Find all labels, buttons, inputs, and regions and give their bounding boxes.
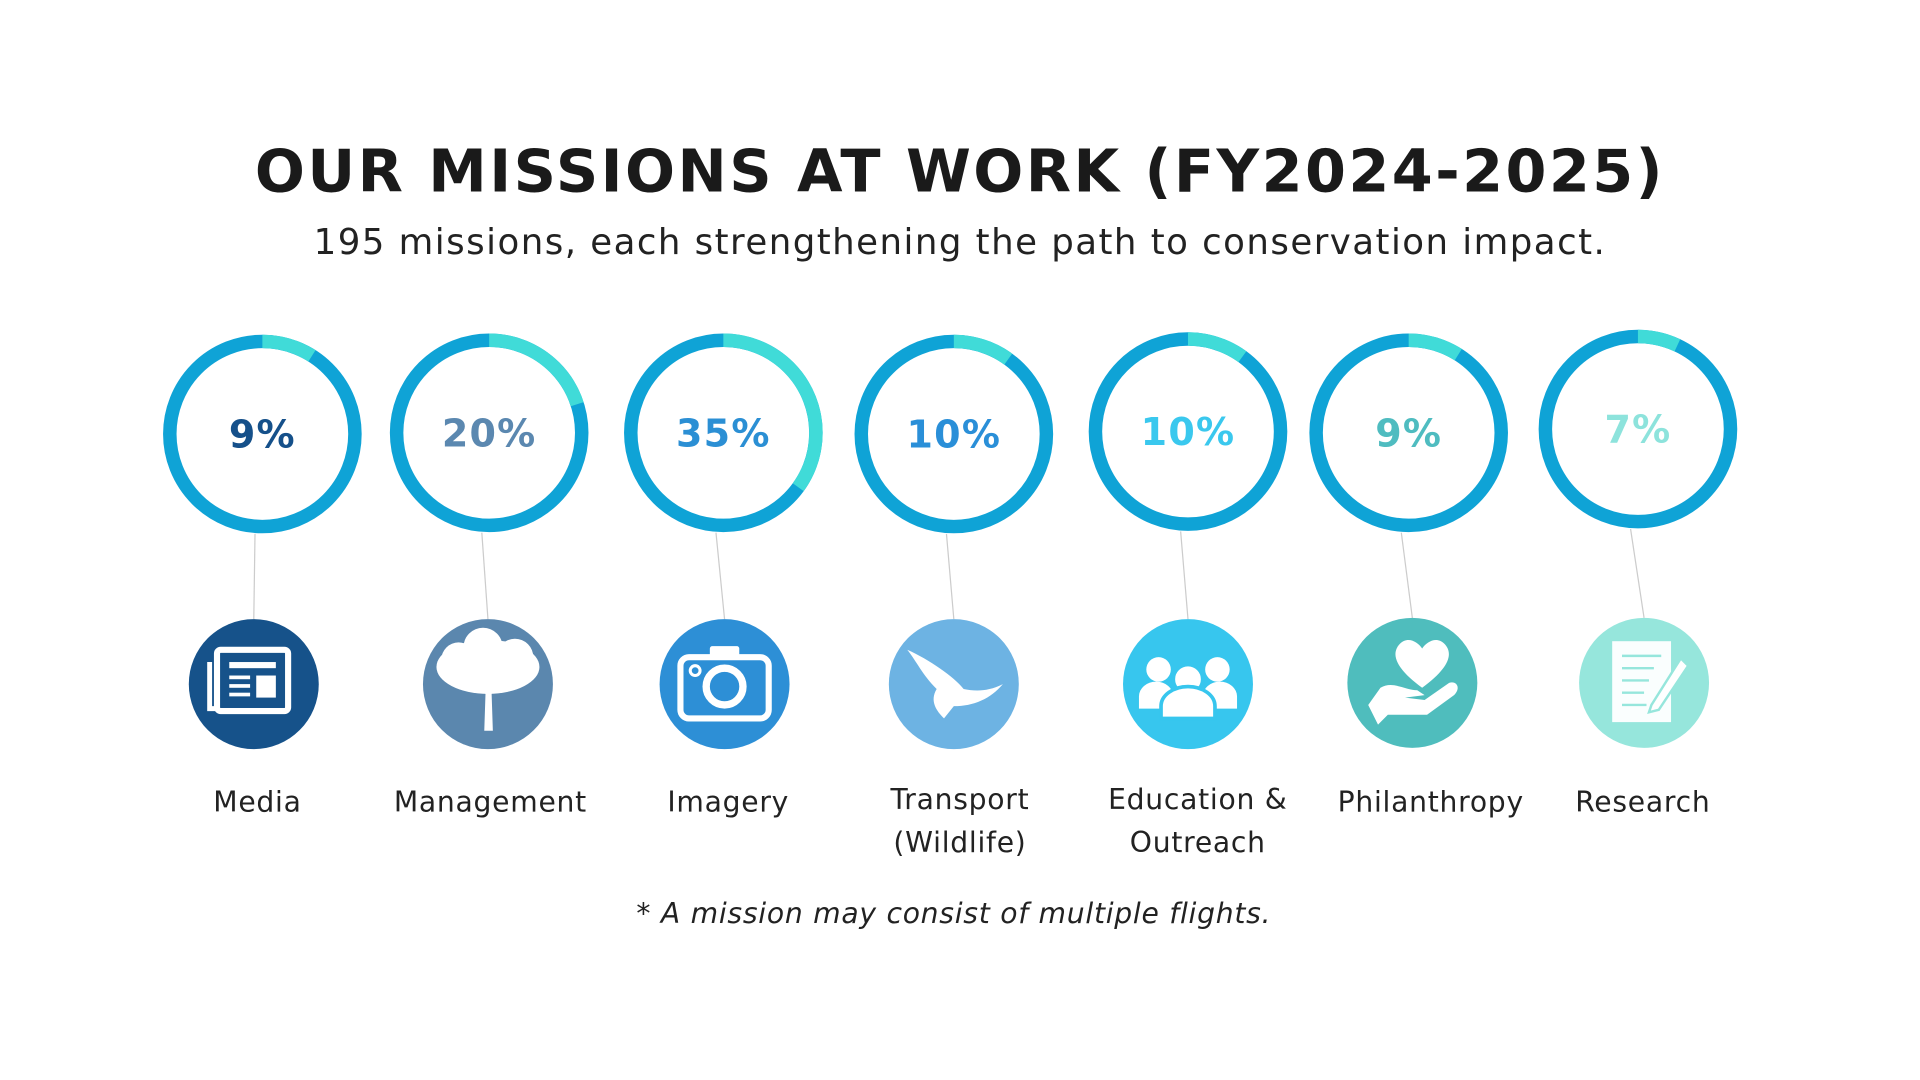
tree-icon <box>436 627 540 731</box>
connector-line <box>1400 532 1413 618</box>
progress-ring-fill <box>489 333 584 407</box>
category-label-line1: Management <box>393 787 587 819</box>
category-label: Media <box>123 782 393 825</box>
percent-value: 10% <box>1141 410 1236 454</box>
percent-value: 20% <box>442 411 537 455</box>
category-label-line2: (Wildlife) <box>893 827 1027 860</box>
mission-item-research: 7% <box>1538 329 1738 748</box>
connector-line <box>481 532 489 620</box>
progress-ring-fill <box>262 334 316 362</box>
connector-line <box>715 532 726 620</box>
progress-ring-fill <box>1408 333 1462 361</box>
mission-item-philanthropy: 9% <box>1309 333 1508 748</box>
connector-line <box>1629 528 1645 618</box>
category-label-line1: Imagery <box>667 787 790 819</box>
percent-value: 35% <box>676 411 771 455</box>
category-label-line1: Research <box>1575 787 1711 819</box>
people-icon <box>1138 657 1238 721</box>
category-label: Education & Outreach <box>1063 780 1333 866</box>
progress-ring-fill <box>953 334 1013 365</box>
progress-ring-track <box>1088 332 1288 531</box>
footnote: * A mission may consist of multiple flig… <box>636 898 1272 931</box>
camera-icon <box>677 646 772 722</box>
icon-badge <box>1347 617 1478 748</box>
category-label: Research <box>1508 782 1778 825</box>
category-label: Management <box>356 782 626 825</box>
mission-item-media: 9% <box>163 334 362 750</box>
category-label-line1: Philanthropy <box>1337 787 1524 819</box>
percent-value: 10% <box>907 412 1002 456</box>
mission-item-imagery: 35% <box>624 333 823 750</box>
category-label: Philanthropy <box>1296 782 1566 825</box>
bird-icon <box>907 649 1003 719</box>
page-title: OUR MISSIONS AT WORK (FY2024-2025) <box>254 137 1666 206</box>
subtitle: 195 missions, each strengthening the pat… <box>313 220 1607 263</box>
connector-line <box>1180 531 1189 620</box>
newspaper-icon <box>207 646 292 715</box>
progress-ring-fill <box>1637 329 1681 352</box>
category-label: Imagery <box>593 782 863 825</box>
percent-value: 7% <box>1604 408 1671 452</box>
mission-item-transport: 10% <box>854 334 1054 750</box>
category-label-line1: Media <box>213 787 302 819</box>
category-label-line1: Transport <box>890 784 1030 817</box>
percent-value: 9% <box>229 412 296 456</box>
document-pen-icon <box>1612 641 1690 723</box>
category-label-line1: Education & <box>1108 784 1288 817</box>
mission-item-management: 20% <box>389 333 589 750</box>
category-label-line2: Outreach <box>1129 827 1266 860</box>
category-label: Transport (Wildlife) <box>825 780 1095 866</box>
connector-line <box>945 533 955 620</box>
percent-value: 9% <box>1375 411 1442 455</box>
progress-ring-fill <box>723 333 823 492</box>
progress-ring-fill <box>1187 332 1247 363</box>
connector-line <box>253 533 256 620</box>
mission-item-education: 10% <box>1088 332 1288 750</box>
heart-hand-icon <box>1368 640 1458 725</box>
